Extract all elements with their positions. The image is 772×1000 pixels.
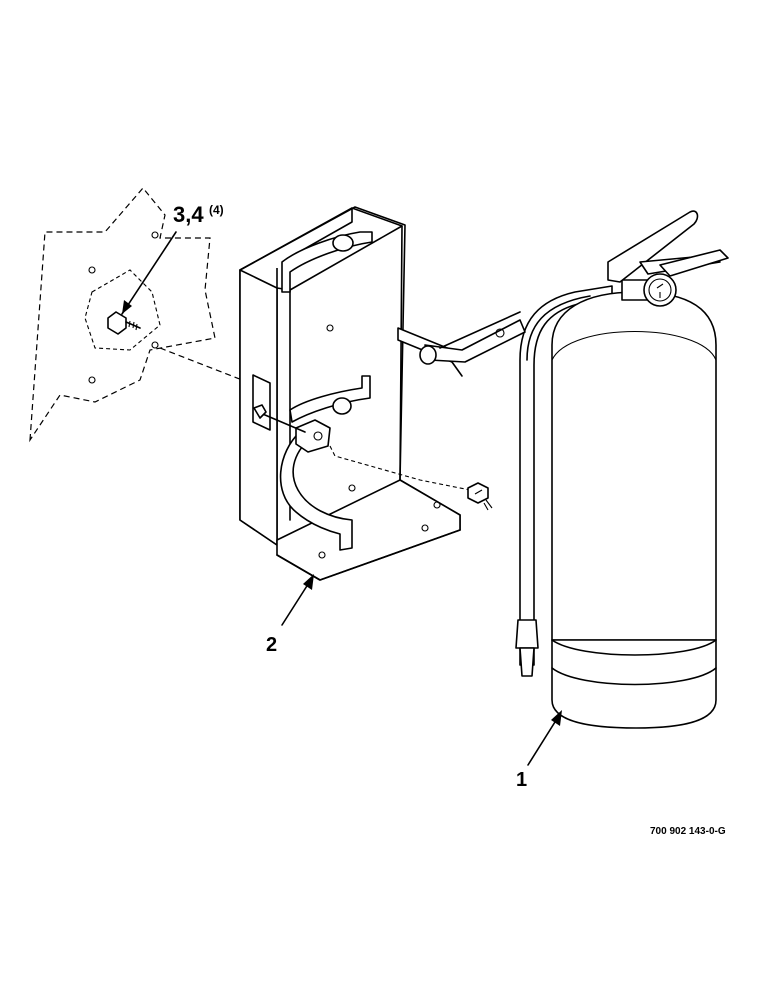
mounting-panel-phantom (29, 187, 216, 443)
callout-bracket: 2 (266, 634, 277, 656)
callout-bolt-nut-qty: (4) (209, 203, 224, 217)
drawing-number: 700 902 143-0-G (650, 826, 726, 837)
callout-extinguisher: 1 (516, 769, 527, 791)
bolt-icon (107, 311, 141, 335)
leader-arrows (121, 231, 562, 766)
alignment-line (159, 347, 256, 386)
hose-clip (397, 311, 526, 377)
fire-extinguisher (551, 210, 729, 729)
mounting-bracket (239, 206, 471, 581)
nut-icon (467, 482, 493, 511)
callout-bolt-nut: 3,4 (173, 202, 204, 227)
